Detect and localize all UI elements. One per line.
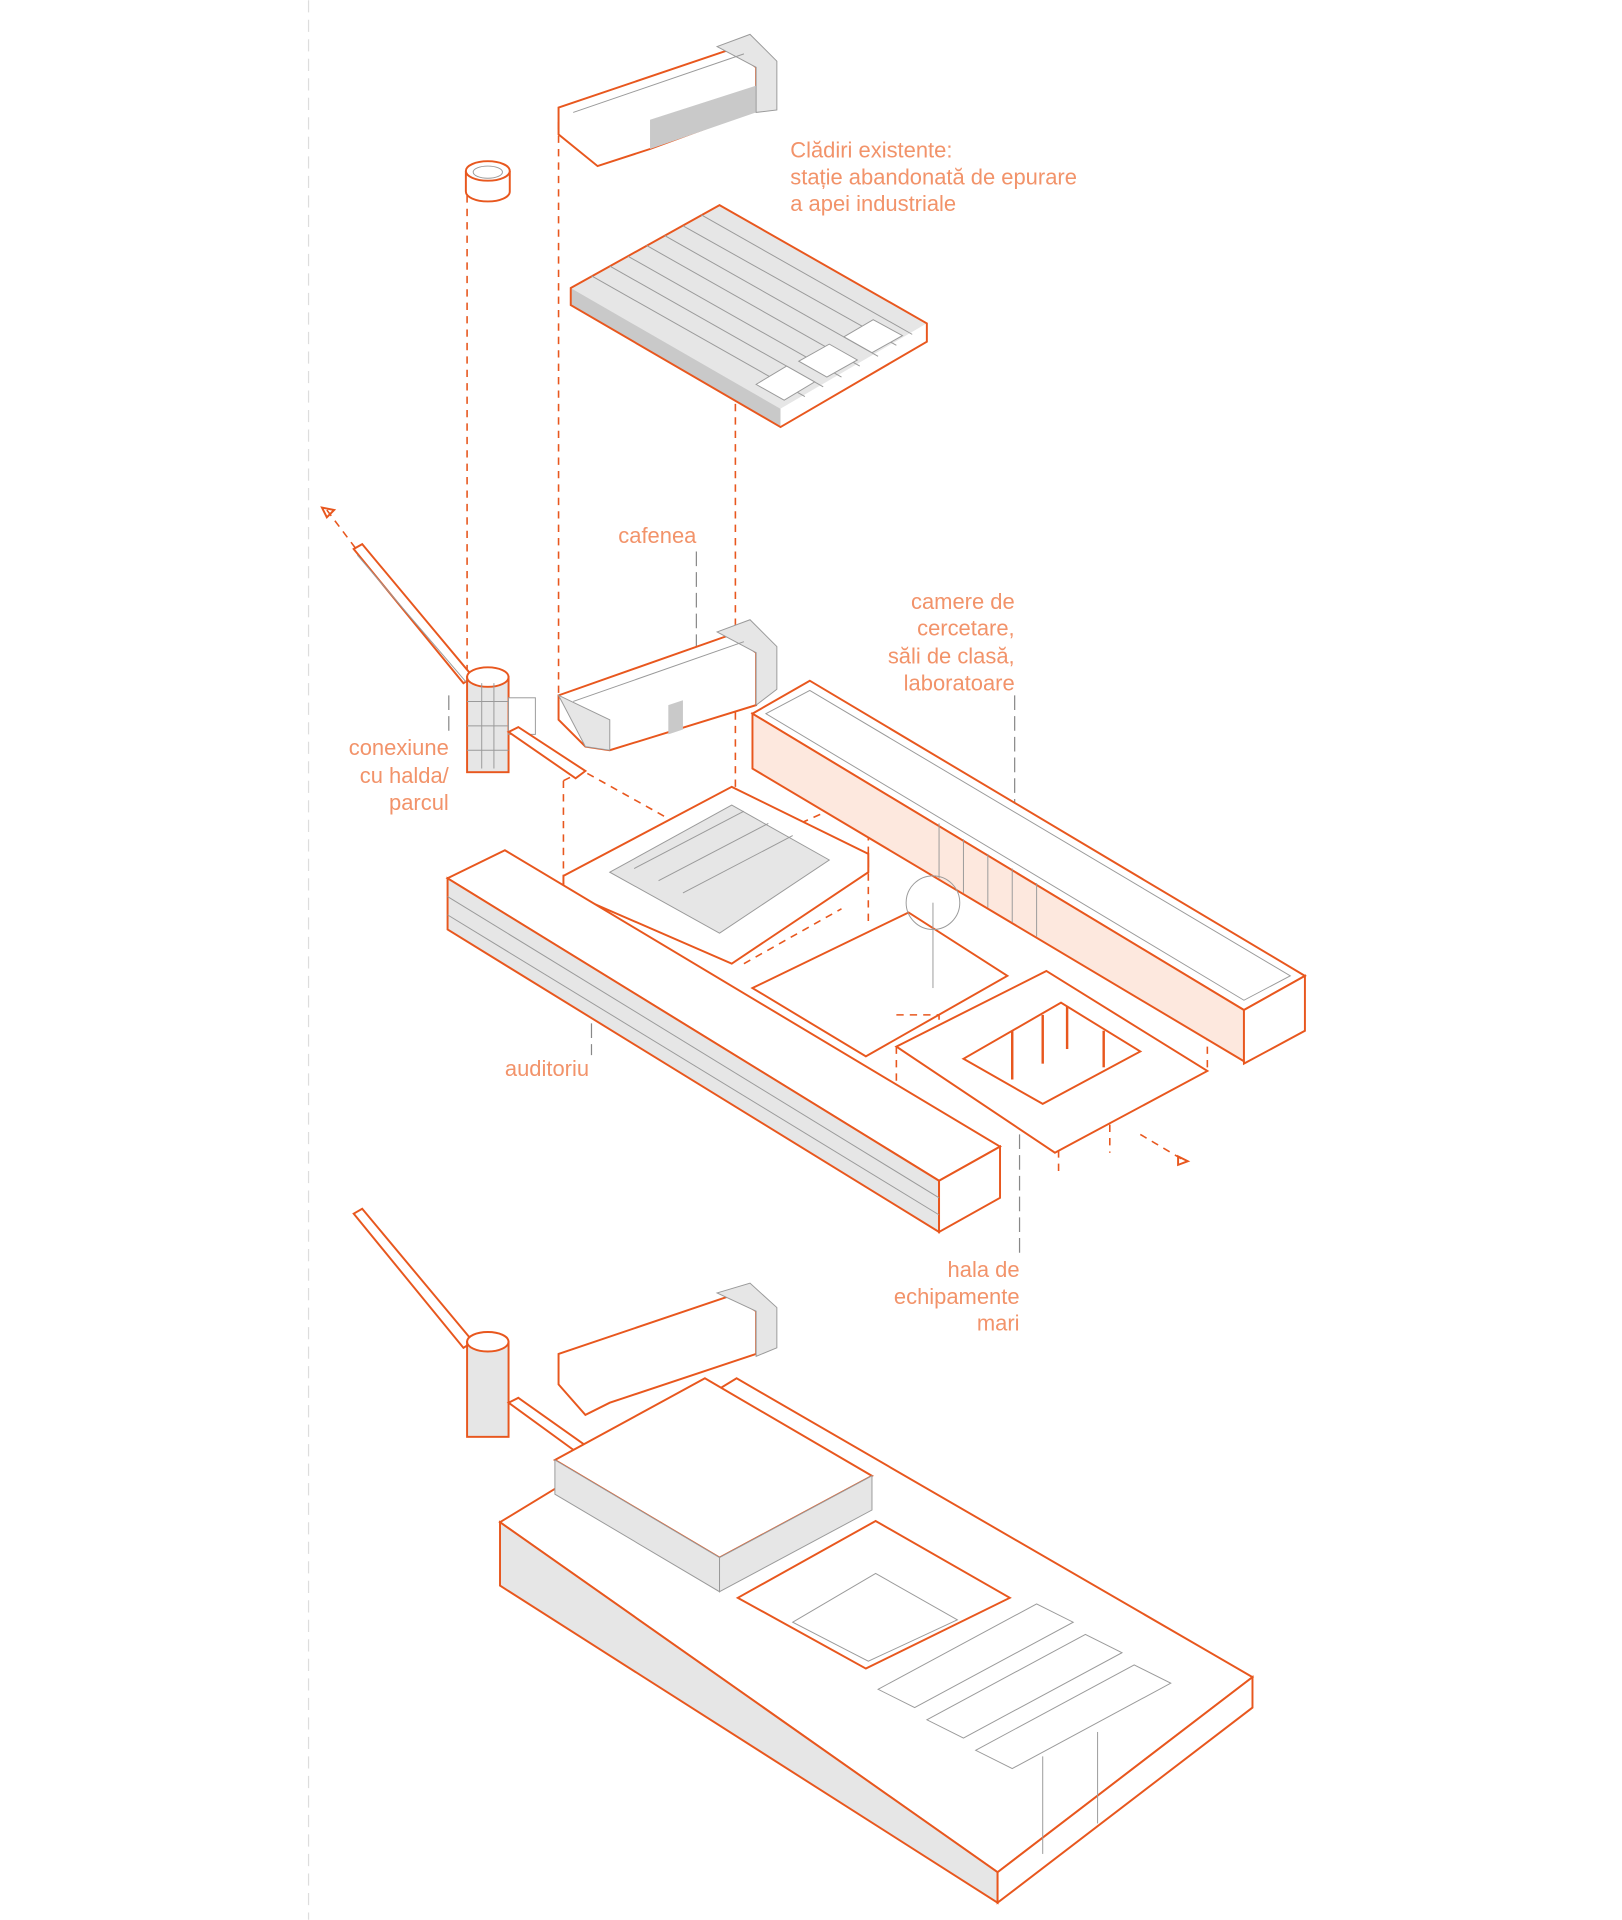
svg-text:conexiune: conexiune: [349, 735, 449, 760]
label-existing-buildings: Clădiri existente: stație abandonată de …: [790, 138, 1077, 217]
svg-text:parcul: parcul: [389, 790, 449, 815]
label-cafe: cafenea: [618, 523, 697, 548]
svg-text:săli de clasă,: săli de clasă,: [888, 644, 1015, 669]
svg-text:camere de: camere de: [911, 589, 1015, 614]
existing-building-top: [557, 33, 778, 168]
label-connection: conexiune cu halda/ parcul: [349, 735, 450, 815]
silo-top: [464, 160, 511, 203]
svg-text:a apei industriale: a apei industriale: [790, 191, 956, 216]
research-building: [750, 679, 1307, 1066]
svg-text:hala de: hala de: [948, 1257, 1020, 1282]
auditorium-building: [445, 849, 1002, 1234]
courtyard: [750, 875, 1010, 1058]
svg-text:cercetare,: cercetare,: [917, 616, 1015, 641]
label-research: camere de cercetare, săli de clasă, labo…: [888, 589, 1015, 696]
svg-text:echipamente: echipamente: [894, 1284, 1020, 1309]
equipment-hall: [894, 969, 1210, 1154]
svg-text:laboratoare: laboratoare: [904, 670, 1015, 695]
assembled-complex: [352, 1207, 1255, 1905]
bridge-and-tower: [352, 542, 588, 780]
svg-text:cu halda/: cu halda/: [360, 763, 450, 788]
label-hall: hala de echipamente mari: [894, 1257, 1020, 1336]
auditorium-slab: [562, 785, 870, 965]
svg-text:stație abandonată de epurare: stație abandonată de epurare: [790, 164, 1077, 189]
svg-text:mari: mari: [977, 1311, 1020, 1336]
label-auditorium: auditoriu: [505, 1056, 589, 1081]
cafe-building: [557, 619, 778, 752]
treatment-tank-slab: [569, 203, 928, 429]
svg-text:Clădiri existente:: Clădiri existente:: [790, 138, 952, 163]
